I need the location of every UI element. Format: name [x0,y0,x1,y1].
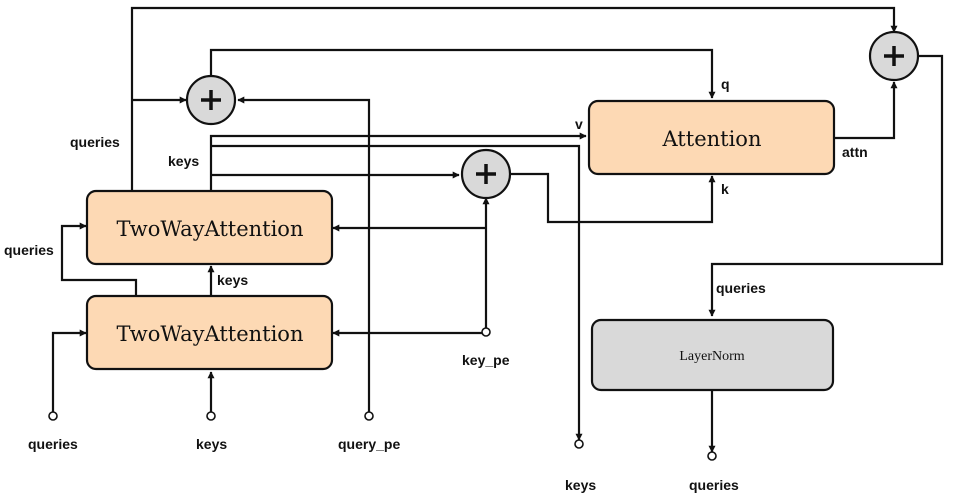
label-keys-input: keys [196,436,227,452]
wire-plus1-to-q [209,48,716,99]
port-circles [48,327,717,461]
twowayattention-bottom-block: TwoWayAttention [85,294,334,371]
plus-icon [185,74,237,126]
port-keys-output [574,439,584,449]
wire-queries-input [51,329,87,412]
labels: queries keys queries keys q v k attn que… [4,76,868,493]
wire-query-pe-to-plus1 [237,96,371,412]
twowayattention-bottom-label: TwoWayAttention [117,322,304,346]
wire-twa-bottom-queries-up [60,222,138,296]
label-queries-top-left: queries [70,134,120,150]
wire-plus2-to-k [510,172,716,224]
wire-plus3-to-layernorm [708,54,944,317]
wire-keys-to-v [209,132,587,190]
label-keys-between: keys [217,272,248,288]
plus-icon [460,148,512,200]
port-query-pe [364,411,374,421]
label-key-pe: key_pe [462,352,510,368]
twowayattention-top-block: TwoWayAttention [85,189,334,266]
layernorm-block: LayerNorm [590,318,835,392]
connections [51,6,944,453]
attention-block: Attention [587,99,836,176]
label-attn: attn [842,144,868,160]
wire-keys-to-output [211,144,583,441]
plus-icon [868,30,920,82]
label-queries-output: queries [689,477,739,493]
port-key-pe [481,327,491,337]
label-q: q [721,76,730,92]
layernorm-label: LayerNorm [679,349,744,364]
label-keys-output: keys [565,477,596,493]
port-keys-input [206,411,216,421]
port-queries-input [48,411,58,421]
attention-label: Attention [662,127,762,151]
port-queries-output [707,451,717,461]
label-queries-input: queries [28,436,78,452]
label-queries-side: queries [4,242,54,258]
label-v: v [575,116,583,132]
wire-attn-to-plus3 [834,81,898,140]
label-keys-upper: keys [168,153,199,169]
twowayattention-top-label: TwoWayAttention [117,217,304,241]
label-queries-pre-norm: queries [716,280,766,296]
label-query-pe: query_pe [338,436,400,452]
label-k: k [721,181,729,197]
